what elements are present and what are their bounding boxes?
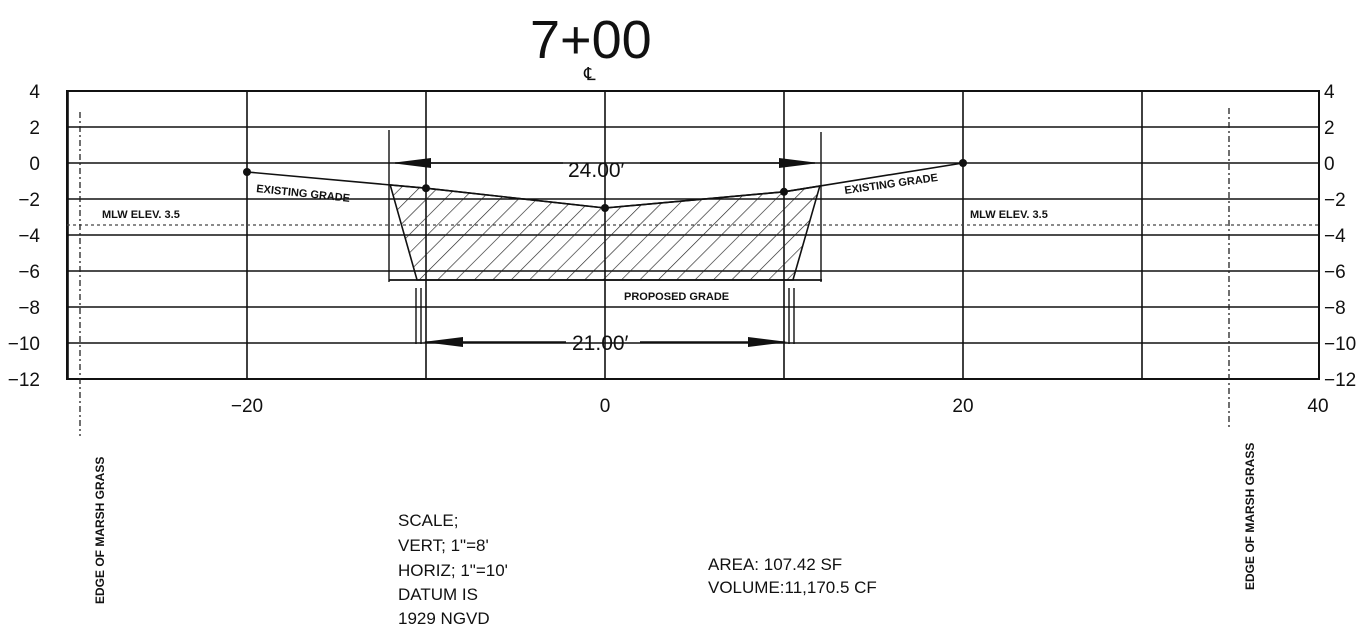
existing-grade-label-right: EXISTING GRADE — [844, 172, 939, 197]
y-tick-label-right: −4 — [1324, 226, 1346, 247]
y-tick-label-left: −12 — [8, 370, 40, 391]
svg-text:VERT; 1"=8': VERT; 1"=8' — [398, 536, 489, 555]
x-tick-label: 0 — [600, 396, 611, 417]
y-tick-label-left: −2 — [18, 190, 40, 211]
y-tick-label-right: 2 — [1324, 118, 1335, 139]
x-tick-label: 20 — [952, 396, 973, 417]
y-tick-label-left: −10 — [8, 334, 40, 355]
svg-text:1929 NGVD: 1929 NGVD — [398, 609, 490, 628]
edge-of-marsh-grass-right: EDGE OF MARSH GRASS — [1243, 443, 1257, 590]
centerline-symbol: ℄ — [583, 64, 596, 84]
svg-text:HORIZ; 1"=10': HORIZ; 1"=10' — [398, 561, 508, 580]
mlw-label-left: MLW ELEV. 3.5 — [102, 209, 180, 221]
arrow-bottom-right — [748, 337, 788, 347]
svg-text:SCALE;: SCALE; — [398, 511, 458, 530]
x-tick-label: 40 — [1307, 396, 1328, 417]
x-axis-labels: −20 0 20 40 — [231, 396, 1329, 417]
existing-grade-point — [601, 204, 609, 212]
arrow-top-left — [391, 158, 431, 168]
y-tick-label-left: 2 — [29, 118, 40, 139]
y-tick-label-right: −12 — [1324, 370, 1356, 391]
y-tick-label-left: −8 — [18, 298, 40, 319]
existing-grade-point — [780, 187, 788, 196]
existing-grade-point — [243, 168, 251, 176]
svg-text:DATUM IS: DATUM IS — [398, 585, 478, 604]
y-tick-label-right: −8 — [1324, 298, 1346, 319]
arrow-top-right — [779, 158, 819, 168]
existing-grade-point — [959, 159, 967, 167]
y-tick-label-right: 4 — [1324, 82, 1335, 103]
y-tick-label-left: −6 — [18, 262, 40, 283]
svg-text:AREA: 107.42 SF: AREA: 107.42 SF — [708, 555, 842, 574]
y-tick-label-right: −6 — [1324, 262, 1346, 283]
mlw-label-right: MLW ELEV. 3.5 — [970, 209, 1048, 221]
station-title: 7+00 — [530, 10, 652, 70]
section-features — [79, 108, 1230, 436]
arrow-bottom-left — [423, 337, 463, 347]
existing-grade-label-left: EXISTING GRADE — [256, 183, 351, 205]
edge-of-marsh-grass-left: EDGE OF MARSH GRASS — [93, 457, 107, 604]
x-tick-label: −20 — [231, 396, 263, 417]
y-tick-label-right: −2 — [1324, 190, 1346, 211]
y-tick-label-right: −10 — [1324, 334, 1356, 355]
svg-text:VOLUME:11,170.5 CF: VOLUME:11,170.5 CF — [708, 578, 877, 597]
scale-note: SCALE; VERT; 1"=8' HORIZ; 1"=10' DATUM I… — [398, 511, 508, 628]
y-tick-label-left: 0 — [29, 154, 40, 175]
proposed-grade-label: PROPOSED GRADE — [624, 291, 729, 303]
y-axis-right-labels: 4 2 0 −2 −4 −6 −8 −10 −12 — [1324, 82, 1356, 391]
y-tick-label-right: 0 — [1324, 154, 1335, 175]
y-tick-label-left: 4 — [29, 82, 40, 103]
bottom-width-dimension: 21.00′ — [572, 332, 629, 355]
y-tick-label-left: −4 — [18, 226, 40, 247]
top-width-dimension: 24.00′ — [568, 159, 625, 182]
grid-border — [66, 90, 1320, 380]
y-axis-left-labels: 4 2 0 −2 −4 −6 −8 −10 −12 — [8, 82, 41, 391]
quantities-note: AREA: 107.42 SF VOLUME:11,170.5 CF — [708, 555, 877, 597]
existing-grade-point — [422, 184, 430, 193]
